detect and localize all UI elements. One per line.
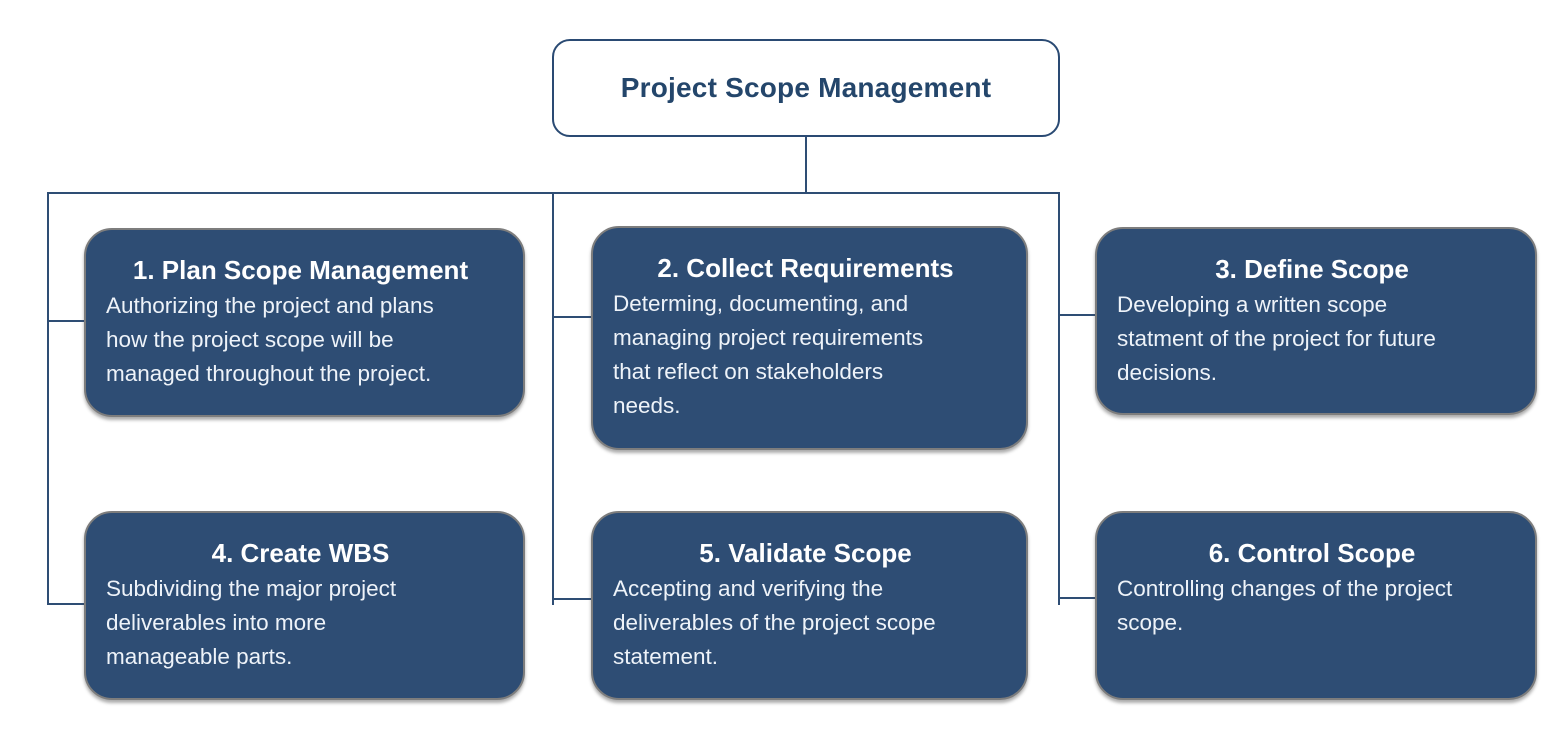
connector-stub-create-wbs (47, 603, 85, 605)
connector-stub-plan-scope (47, 320, 85, 322)
node-define-scope: 3. Define Scope Developing a written sco… (1095, 227, 1537, 415)
node-title: 6. Control Scope (1208, 538, 1416, 568)
node-description: Subdividing the major project deliverabl… (106, 576, 397, 669)
node-description: Accepting and verifying the deliverables… (613, 576, 936, 669)
node-validate-scope: 5. Validate Scope Accepting and verifyin… (591, 511, 1028, 700)
node-title: 2. Collect Requirements (657, 253, 954, 283)
node-title: 5. Validate Scope (699, 538, 912, 568)
connector-stub-control-scope (1058, 597, 1096, 599)
node-description: Authorizing the project and plans how th… (106, 293, 434, 386)
node-description: Controlling changes of the project scope… (1117, 576, 1453, 635)
connector-stub-validate-scope (552, 598, 592, 600)
node-plan-scope-management: 1. Plan Scope Management Authorizing the… (84, 228, 525, 417)
node-title: 4. Create WBS (211, 538, 390, 568)
root-node-title: Project Scope Management (620, 72, 992, 103)
connector-vertical-right (1058, 192, 1060, 605)
node-collect-requirements: 2. Collect Requirements Determing, docum… (591, 226, 1028, 450)
node-control-scope: 6. Control Scope Controlling changes of … (1095, 511, 1537, 700)
node-title: 1. Plan Scope Management (132, 255, 469, 285)
connector-vertical-middle (552, 192, 554, 605)
node-description: Developing a written scope statment of t… (1117, 292, 1436, 385)
connector-vertical-left (47, 192, 49, 605)
node-title: 3. Define Scope (1215, 254, 1409, 284)
connector-root-drop (805, 137, 807, 193)
node-project-scope-management: Project Scope Management (552, 39, 1060, 137)
connector-stub-define-scope (1058, 314, 1096, 316)
node-description: Determing, documenting, and managing pro… (613, 291, 924, 418)
connector-stub-collect-requirements (552, 316, 592, 318)
node-create-wbs: 4. Create WBS Subdividing the major proj… (84, 511, 525, 700)
